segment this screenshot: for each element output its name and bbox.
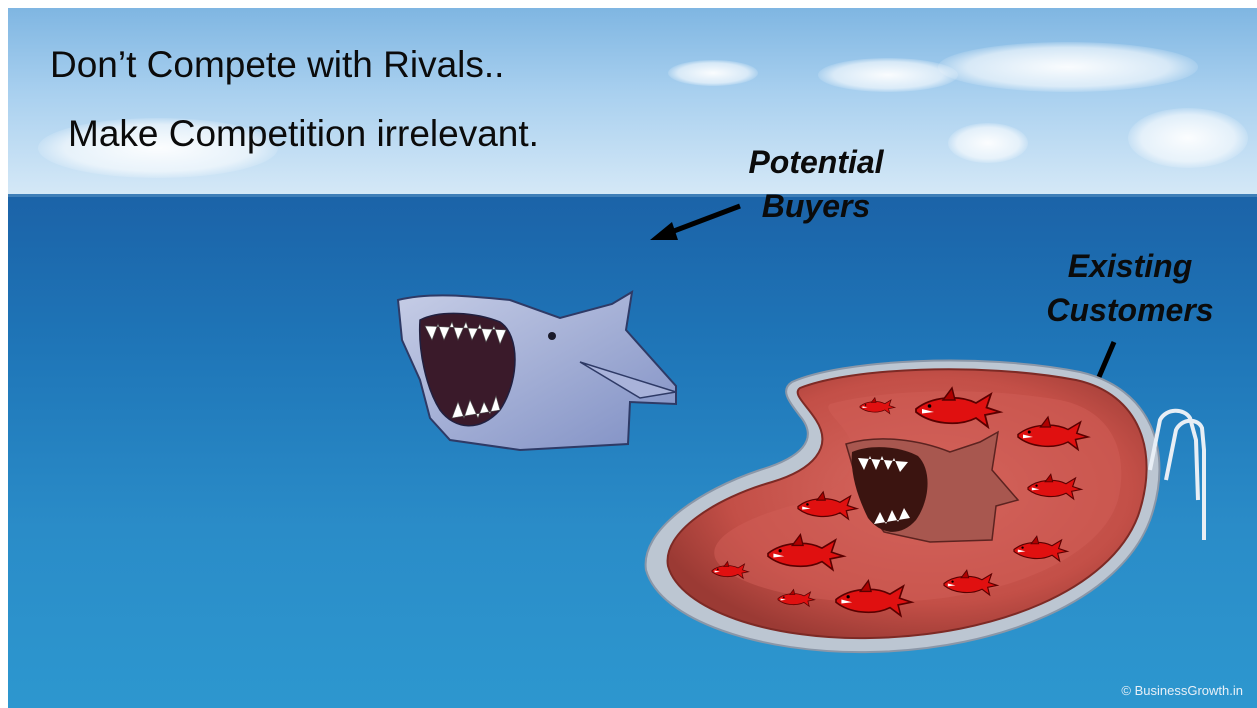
ocean-shark-icon xyxy=(396,290,677,452)
pool-shark-icon xyxy=(845,430,1020,543)
existing-customers-label-line1: Existing xyxy=(1067,248,1193,284)
existing-customers-label: Existing Customers xyxy=(1020,244,1240,332)
slide-title: Don’t Compete with Rivals.. xyxy=(50,44,505,85)
potential-buyers-label-line1: Potential xyxy=(748,144,884,180)
slide-subtitle: Make Competition irrelevant. xyxy=(68,113,539,154)
pool-ladder-icon xyxy=(1148,408,1206,540)
potential-buyers-arrow-icon xyxy=(650,203,741,240)
potential-buyers-label: Potential Buyers xyxy=(726,140,906,228)
sky-background xyxy=(8,8,1257,198)
copyright-notice: © BusinessGrowth.in xyxy=(1121,683,1243,698)
existing-customers-label-line2: Customers xyxy=(1046,292,1214,328)
horizon-line xyxy=(8,194,1257,197)
potential-buyers-label-line2: Buyers xyxy=(761,188,871,224)
